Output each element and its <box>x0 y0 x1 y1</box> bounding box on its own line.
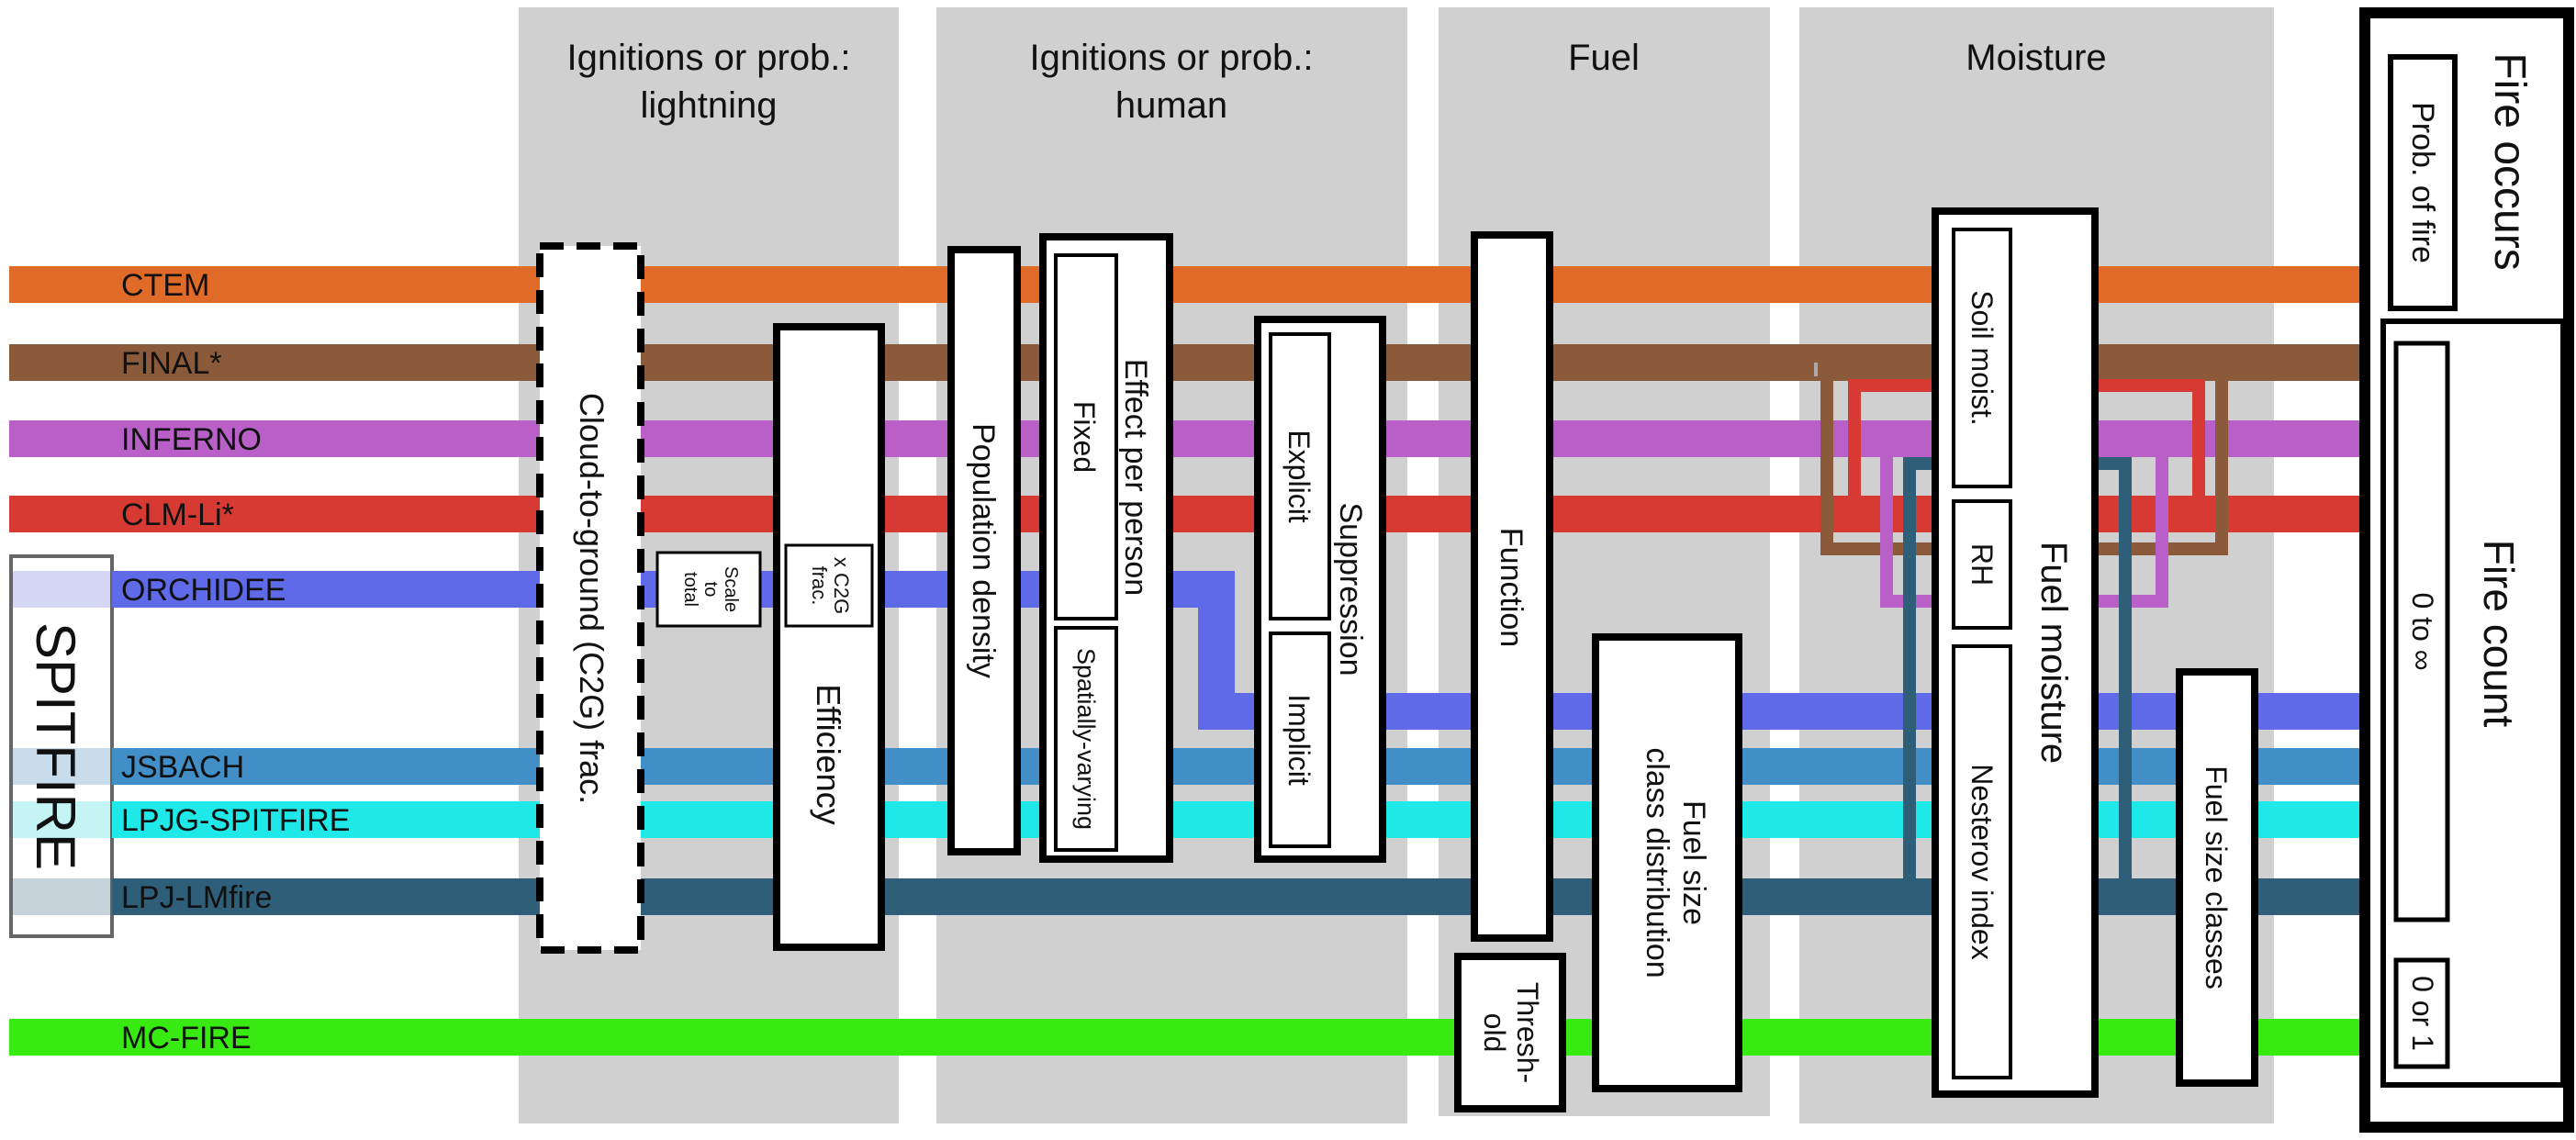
model-label-lpjlmfire: LPJ-LMfire <box>121 880 272 915</box>
box-suppression-label: Suppression <box>1333 502 1368 676</box>
model-label-lpjgspitfire: LPJG-SPITFIRE <box>121 803 350 838</box>
box-rh-label: RH <box>1966 543 1999 586</box>
box-implicit-label: Implicit <box>1282 694 1316 786</box>
route-lpjlmfire-moisture-right <box>2093 457 2132 897</box>
box-spatially-varying-label: Spatially-varying <box>1072 648 1100 830</box>
box-c2g <box>536 242 644 954</box>
box-efficiency <box>773 323 885 951</box>
box-population-density <box>947 246 1021 855</box>
box-zero-to-inf <box>2393 341 2450 922</box>
box-function <box>1471 231 1553 942</box>
box-explicit <box>1269 332 1331 620</box>
column-header-moisture: Moisture <box>1966 38 2106 78</box>
model-label-final: FINAL* <box>121 346 222 381</box>
box-fixed <box>1054 253 1118 620</box>
box-fuel-moisture-label: Fuel moisture <box>2033 542 2074 764</box>
box-soil-moist <box>1952 228 2012 488</box>
box-scale-to-total-line1: Scale <box>721 566 741 612</box>
box-fuel-size-distribution-line2: class distribution <box>1640 747 1674 978</box>
box-function-label: Function <box>1494 528 1529 647</box>
box-efficiency-label: Efficiency <box>810 684 847 824</box>
box-threshold <box>1454 953 1566 1112</box>
box-rh <box>1952 499 2012 630</box>
box-x-c2g-line2: frac. <box>808 566 831 606</box>
box-threshold-line1: Thresh- <box>1511 982 1544 1083</box>
model-label-mcfire: MC-FIRE <box>121 1021 252 1056</box>
column-header-fuel: Fuel <box>1568 38 1640 78</box>
box-prob-of-fire <box>2388 54 2458 311</box>
box-scale-to-total-line3: total <box>680 572 700 607</box>
box-threshold-line2: old <box>1478 1013 1511 1053</box>
column-header-lightning-line1: Ignitions or prob.: <box>566 38 850 78</box>
fire-occurs-label: Fire occurs <box>2485 52 2534 270</box>
box-prob-of-fire-label: Prob. of fire <box>2405 102 2440 263</box>
model-label-inferno: INFERNO <box>121 422 262 457</box>
box-scale-to-total-line2: to <box>700 582 721 598</box>
box-fuel-size-distribution-line1: Fuel size <box>1676 800 1711 925</box>
box-fuel-size-classes-label: Fuel size classes <box>2200 766 2233 989</box>
box-implicit <box>1269 631 1331 848</box>
box-scale-to-total <box>655 551 762 628</box>
spitfire-band-orchidee <box>13 571 112 608</box>
model-label-orchidee: ORCHIDEE <box>121 573 286 608</box>
box-zero-to-inf-label: 0 to ∞ <box>2406 592 2439 670</box>
box-fixed-label: Fixed <box>1068 401 1101 473</box>
box-x-c2g-line1: x C2G <box>830 557 853 614</box>
box-x-c2g <box>784 543 874 628</box>
box-explicit-label: Explicit <box>1282 430 1316 522</box>
box-fuel-size-distribution <box>1592 633 1742 1092</box>
box-zero-or-one-label: 0 or 1 <box>2406 976 2439 1051</box>
spitfire-band-lpjlm <box>13 878 112 915</box>
box-spatially-varying <box>1054 626 1118 852</box>
box-nesterov-index <box>1952 644 2012 1079</box>
spitfire-group-label: SPITFIRE <box>25 622 86 870</box>
box-zero-or-one <box>2393 957 2450 1069</box>
model-label-ctem: CTEM <box>121 268 209 303</box>
box-population-density-label: Population density <box>966 423 1001 678</box>
column-header-lightning-line2: lightning <box>640 85 777 126</box>
box-effect-per-person-label: Effect per person <box>1118 359 1153 596</box>
box-fire-count-label: Fire count <box>2475 540 2523 728</box>
box-soil-moist-label: Soil moist. <box>1966 290 1999 426</box>
column-header-human-line1: Ignitions or prob.: <box>1029 38 1313 78</box>
box-fuel-size-classes <box>2176 668 2258 1087</box>
column-header-human-line2: human <box>1115 85 1227 126</box>
spitfire-band-lpjg <box>13 801 112 838</box>
model-label-clmli: CLM-Li* <box>121 497 234 532</box>
model-label-jsbach: JSBACH <box>121 750 244 785</box>
box-c2g-label: Cloud-to-ground (C2G) frac. <box>573 393 610 804</box>
spitfire-group-box <box>9 554 114 938</box>
box-nesterov-index-label: Nesterov index <box>1966 764 1999 959</box>
spitfire-band-jsbach <box>13 748 112 785</box>
